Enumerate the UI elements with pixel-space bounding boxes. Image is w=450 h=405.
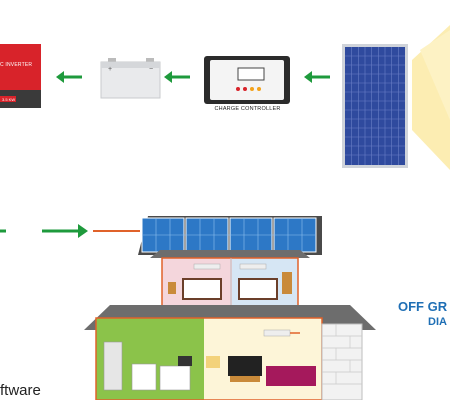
diagram-title-line1: OFF GR [398, 299, 448, 314]
inverter-label: C INVERTER [0, 62, 33, 68]
house-ground-floor [95, 317, 363, 401]
battery-plus: + [108, 66, 113, 73]
inverter-icon [0, 44, 41, 108]
sun-glow [412, 25, 450, 170]
charge-controller-label: CHARGE CONTROLLER [214, 106, 281, 112]
arrow-left-icon [164, 71, 190, 83]
charge-controller-icon [204, 56, 290, 104]
inverter-spec: 3.5 KW [2, 97, 16, 102]
arrow-right-icon [0, 224, 88, 238]
solar-panel-icon [342, 44, 408, 168]
battery-icon [100, 58, 161, 99]
caption-text: ftware [0, 382, 41, 399]
arrow-left-icon [304, 71, 330, 83]
battery-minus: − [149, 66, 154, 73]
roof-solar-panels-icon [138, 216, 322, 255]
house-upper-floor [150, 250, 310, 309]
arrow-left-icon [56, 71, 82, 83]
diagram-title-line2: DIA [428, 316, 447, 328]
